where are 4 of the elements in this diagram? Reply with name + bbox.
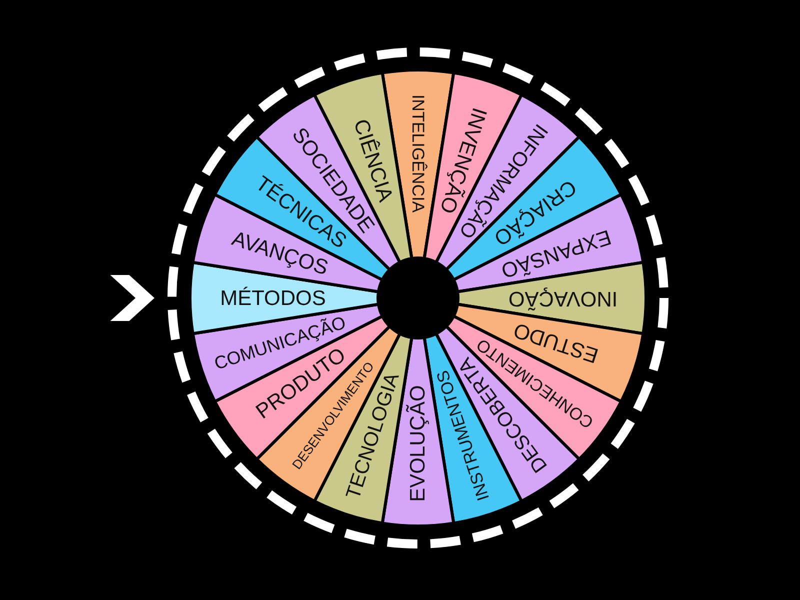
segment-label: INOVAÇÃO <box>507 286 619 312</box>
segment-label: EVOLUÇÃO <box>405 384 430 504</box>
segment-label: INTELIGÊNCIA <box>408 92 428 214</box>
segment-label: MÉTODOS <box>219 286 327 312</box>
